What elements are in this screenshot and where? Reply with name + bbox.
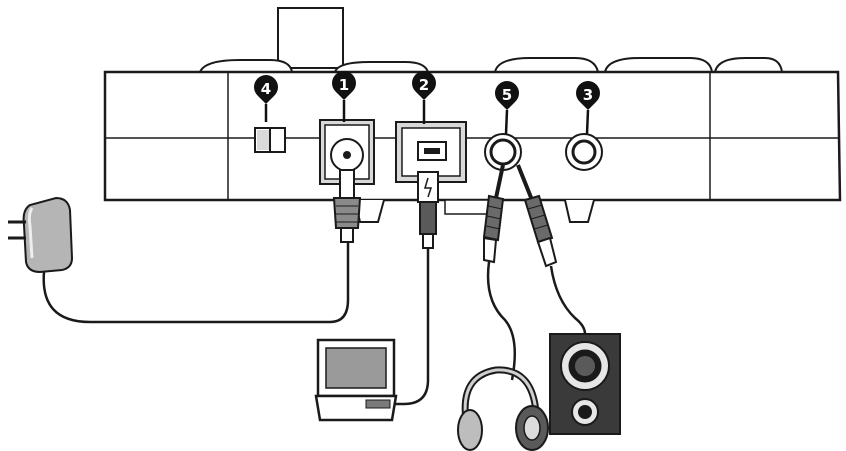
adapter-brick bbox=[22, 196, 74, 274]
callout-label: 3 bbox=[583, 86, 593, 104]
top-stand bbox=[277, 7, 344, 69]
usb-port[interactable] bbox=[395, 121, 467, 183]
headphones-icon bbox=[457, 366, 549, 451]
headphone-plug bbox=[482, 164, 505, 264]
top-pad-2 bbox=[333, 61, 430, 73]
laptop-icon bbox=[314, 338, 398, 422]
device-foot-right bbox=[564, 199, 595, 223]
speaker-plug-body bbox=[523, 194, 554, 244]
speaker-output-port[interactable] bbox=[565, 133, 603, 171]
callout-speaker-output: 3 bbox=[576, 81, 600, 135]
callout-marker bbox=[332, 71, 356, 100]
device-shell bbox=[103, 70, 842, 202]
usb-cable bbox=[388, 248, 430, 406]
callout-label: 1 bbox=[339, 76, 349, 94]
callout-pointer bbox=[585, 109, 590, 135]
device-body bbox=[103, 70, 842, 223]
speaker-plug-tip bbox=[516, 164, 534, 201]
top-pads bbox=[198, 7, 784, 73]
callout-usb-port: 2 bbox=[412, 71, 436, 124]
callout-power-switch: 4 bbox=[254, 75, 278, 122]
speaker-plug bbox=[516, 164, 558, 268]
adapter-highlight bbox=[27, 207, 34, 259]
laptop-display bbox=[325, 347, 387, 389]
callout-marker bbox=[412, 71, 436, 100]
headphones-left-cup bbox=[457, 409, 483, 451]
headphone-cable bbox=[486, 261, 517, 381]
callout-marker bbox=[495, 81, 519, 110]
callout-marker bbox=[576, 81, 600, 110]
headphone-output-port[interactable] bbox=[484, 133, 522, 171]
power-switch-port[interactable] bbox=[254, 127, 286, 153]
top-pad-3 bbox=[493, 57, 600, 73]
callout-marker bbox=[254, 75, 278, 104]
speaker-cable bbox=[549, 265, 587, 335]
callout-power-input: 1 bbox=[332, 71, 356, 122]
power-adapter bbox=[8, 196, 350, 324]
headphones-band-inner bbox=[463, 368, 538, 421]
top-pad-1 bbox=[198, 59, 294, 73]
top-pad-5 bbox=[713, 57, 784, 73]
headphone-plug-tip bbox=[494, 164, 505, 199]
top-pad-4 bbox=[603, 57, 714, 73]
callout-pointer bbox=[504, 109, 509, 135]
speaker-icon bbox=[549, 333, 621, 435]
laptop-port bbox=[365, 399, 391, 409]
callout-label: 5 bbox=[502, 86, 512, 104]
usb-symbol-icon bbox=[423, 177, 433, 198]
callout-headphone-output: 5 bbox=[495, 81, 519, 135]
usb-plug bbox=[417, 171, 439, 249]
callout-label: 2 bbox=[419, 76, 429, 94]
power-plug bbox=[332, 169, 362, 243]
power-cable bbox=[42, 240, 350, 324]
callout-label: 4 bbox=[261, 80, 271, 98]
